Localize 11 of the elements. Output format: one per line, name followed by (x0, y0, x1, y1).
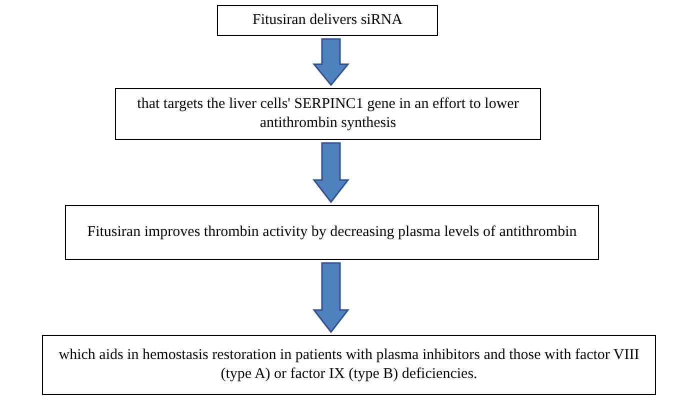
block-arrow (312, 38, 350, 86)
process-box (65, 205, 599, 260)
step-text: that targets the liver cells' SERPINC1 gene in an effort to lower antithrombin synthesis (136, 95, 520, 133)
process-box (115, 88, 541, 140)
step-text: Fitusiran improves thrombin activity by decreasing plasma levels of antithrombin (87, 223, 577, 242)
process-box (42, 335, 656, 395)
process-box (217, 5, 438, 36)
step-text: which aids in hemostasis restoration in patients with plasma inhibitors and those with factor VIII (type A) or factor IX (type B) deficiencies. (58, 346, 640, 384)
block-arrow (312, 262, 350, 334)
step-text: Fitusiran delivers siRNA (252, 11, 402, 30)
block-arrow (312, 142, 350, 204)
